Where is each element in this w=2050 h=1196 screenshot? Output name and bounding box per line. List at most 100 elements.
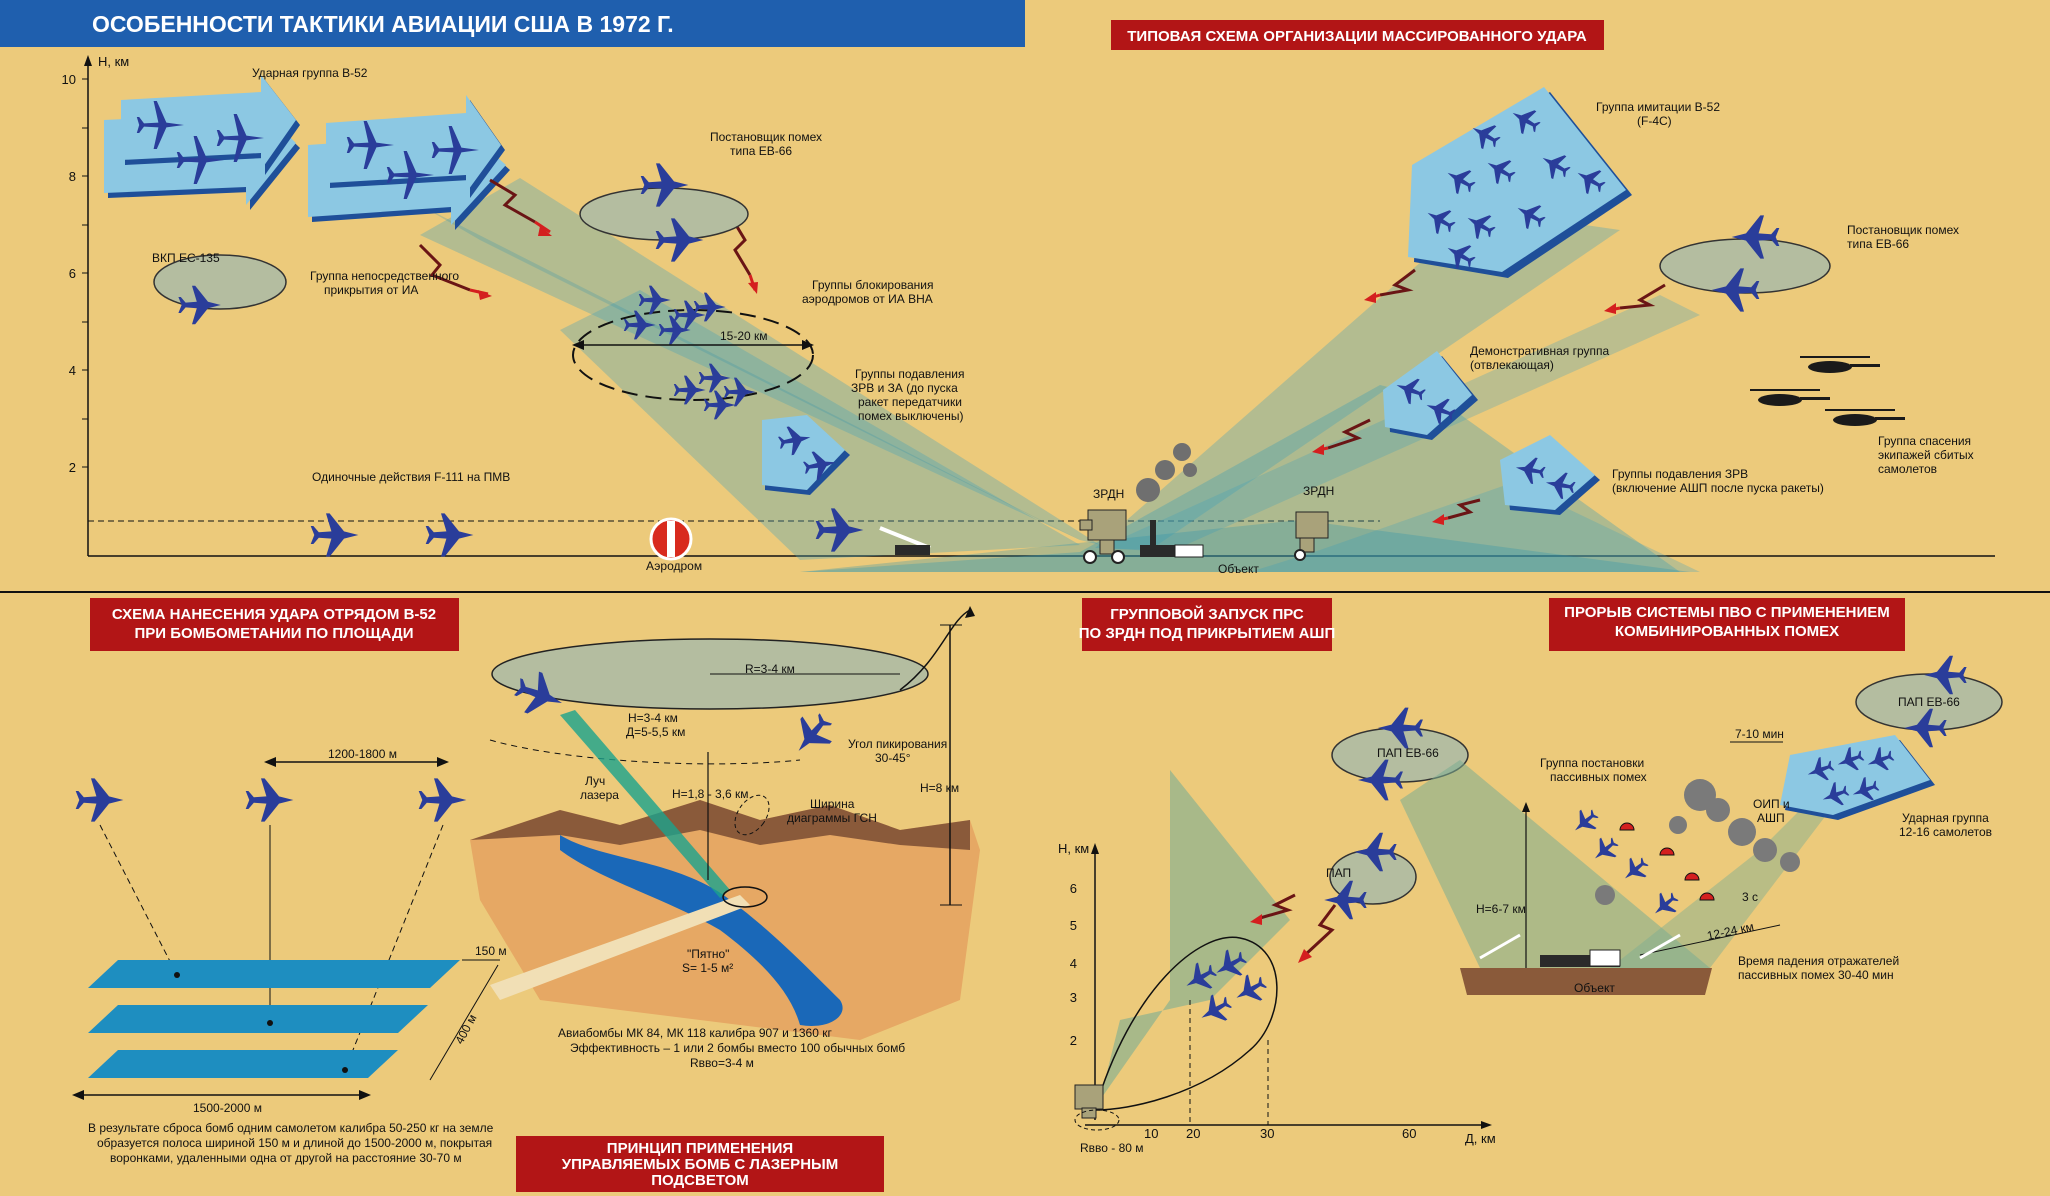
road bbox=[490, 895, 750, 1000]
arrow bbox=[1522, 802, 1530, 812]
arrowhead bbox=[1298, 949, 1312, 963]
label-zrdn-right: ЗРДН bbox=[1303, 484, 1334, 498]
zrdn-left-icon bbox=[1079, 509, 1127, 564]
arrow bbox=[1091, 843, 1099, 854]
bomb-trajectory bbox=[99, 824, 178, 976]
label-h8: Н=8 км bbox=[920, 781, 959, 795]
bomb-strip bbox=[88, 1005, 428, 1033]
zrdn-right-icon bbox=[1294, 511, 1329, 561]
label-pvo-pap: ПАП ЕВ-66 bbox=[1898, 695, 1960, 709]
x-tick: 30 bbox=[1260, 1126, 1274, 1141]
pvo-object-icon bbox=[1479, 933, 1681, 967]
dive-path bbox=[489, 739, 801, 765]
range-line bbox=[1639, 924, 1781, 956]
label-minutes: 7-10 мин bbox=[1735, 727, 1784, 741]
arrow bbox=[72, 1090, 84, 1100]
y-tick: 2 bbox=[1070, 1033, 1077, 1048]
label-b52: Ударная группа В-52 bbox=[252, 66, 368, 80]
b52-strike-group bbox=[104, 75, 510, 230]
zrdn-station-icon bbox=[1074, 1084, 1104, 1119]
jamming-arrow bbox=[1303, 904, 1337, 957]
y-tick: 5 bbox=[1070, 918, 1077, 933]
arrow bbox=[359, 1090, 371, 1100]
y-tick: 6 bbox=[1070, 881, 1077, 896]
y-tick: 2 bbox=[69, 460, 76, 475]
f111-icon bbox=[425, 513, 474, 557]
bomb-trajectory bbox=[344, 824, 444, 1071]
label-drop-alt: Н=1,8 - 3,6 км bbox=[672, 787, 749, 801]
label-pap: ПАП bbox=[1326, 866, 1351, 880]
helicopter-icons bbox=[1750, 356, 1905, 426]
top-right-title: ТИПОВАЯ СХЕМА ОРГАНИЗАЦИИ МАССИРОВАННОГО… bbox=[1127, 28, 1587, 45]
label-ec135: ВКП ЕС-135 bbox=[152, 251, 220, 265]
label-f111: Одиночные действия F-111 на ПМВ bbox=[312, 470, 510, 484]
mountains bbox=[470, 800, 970, 850]
y-axis-label: Н, км bbox=[98, 54, 129, 69]
arrowhead bbox=[1250, 914, 1262, 925]
b52-aircraft-icon bbox=[418, 778, 467, 822]
bomb-strip bbox=[88, 1050, 398, 1078]
top-diagram: Н, км 10 8 6 4 2 bbox=[62, 54, 1995, 576]
impact-dot bbox=[342, 1067, 348, 1073]
laser-beam bbox=[560, 710, 730, 898]
ec135-ellipse bbox=[153, 254, 287, 310]
arrow bbox=[965, 606, 975, 618]
prs-x-label: Д, км bbox=[1465, 1131, 1496, 1146]
label-airfield: Аэродром bbox=[646, 559, 702, 573]
arrow bbox=[437, 757, 449, 767]
label-pap-eb66: ПАП ЕВ-66 bbox=[1377, 746, 1439, 760]
river bbox=[560, 835, 843, 1026]
label-spacing: 1200-1800 м bbox=[328, 747, 397, 761]
label-spot: "Пятно"S= 1-5 м² bbox=[682, 947, 733, 975]
smoke-icon bbox=[1136, 443, 1197, 502]
pvo-cone-left bbox=[1400, 760, 1710, 968]
b52-note: В результате сброса бомб одним самолетом… bbox=[88, 1121, 494, 1165]
x-tick: 20 bbox=[1186, 1126, 1200, 1141]
imitation-group bbox=[1408, 87, 1626, 272]
label-length: 1500-2000 м bbox=[193, 1101, 262, 1115]
y-tick: 6 bbox=[69, 266, 76, 281]
y-tick: 4 bbox=[1070, 956, 1077, 971]
b52-aircraft-icon bbox=[75, 778, 124, 822]
y-tick: 4 bbox=[69, 363, 76, 378]
title-banner bbox=[0, 0, 1025, 47]
jamming-arrow bbox=[1259, 893, 1296, 920]
label-depth: 400 м bbox=[452, 1012, 479, 1046]
top-right-banner bbox=[1111, 20, 1604, 50]
prs-title-banner bbox=[1082, 598, 1332, 651]
y-ticks: 10 8 6 4 2 bbox=[62, 72, 88, 475]
arrow bbox=[1481, 1121, 1492, 1129]
prs-cone bbox=[1100, 770, 1290, 1100]
label-zrdn-left: ЗРДН bbox=[1093, 487, 1124, 501]
label-radius: R=3-4 км bbox=[745, 662, 795, 676]
y-tick: 8 bbox=[69, 169, 76, 184]
sam-launcher-icon bbox=[879, 526, 931, 555]
pvo-cone-right bbox=[1610, 800, 1830, 968]
label-rvvo: Rвво - 80 м bbox=[1080, 1141, 1144, 1155]
suppression-group bbox=[762, 415, 845, 490]
label-imitation: Группа имитации В-52(F-4C) bbox=[1596, 100, 1720, 128]
y-axis-arrow bbox=[84, 55, 92, 66]
y-tick: 10 bbox=[62, 72, 76, 87]
seeker-cone bbox=[734, 794, 770, 836]
arrowheads bbox=[478, 226, 1616, 525]
target-spot bbox=[722, 886, 768, 908]
label-object: Объект bbox=[1218, 562, 1259, 576]
dimension-line bbox=[429, 964, 499, 1081]
